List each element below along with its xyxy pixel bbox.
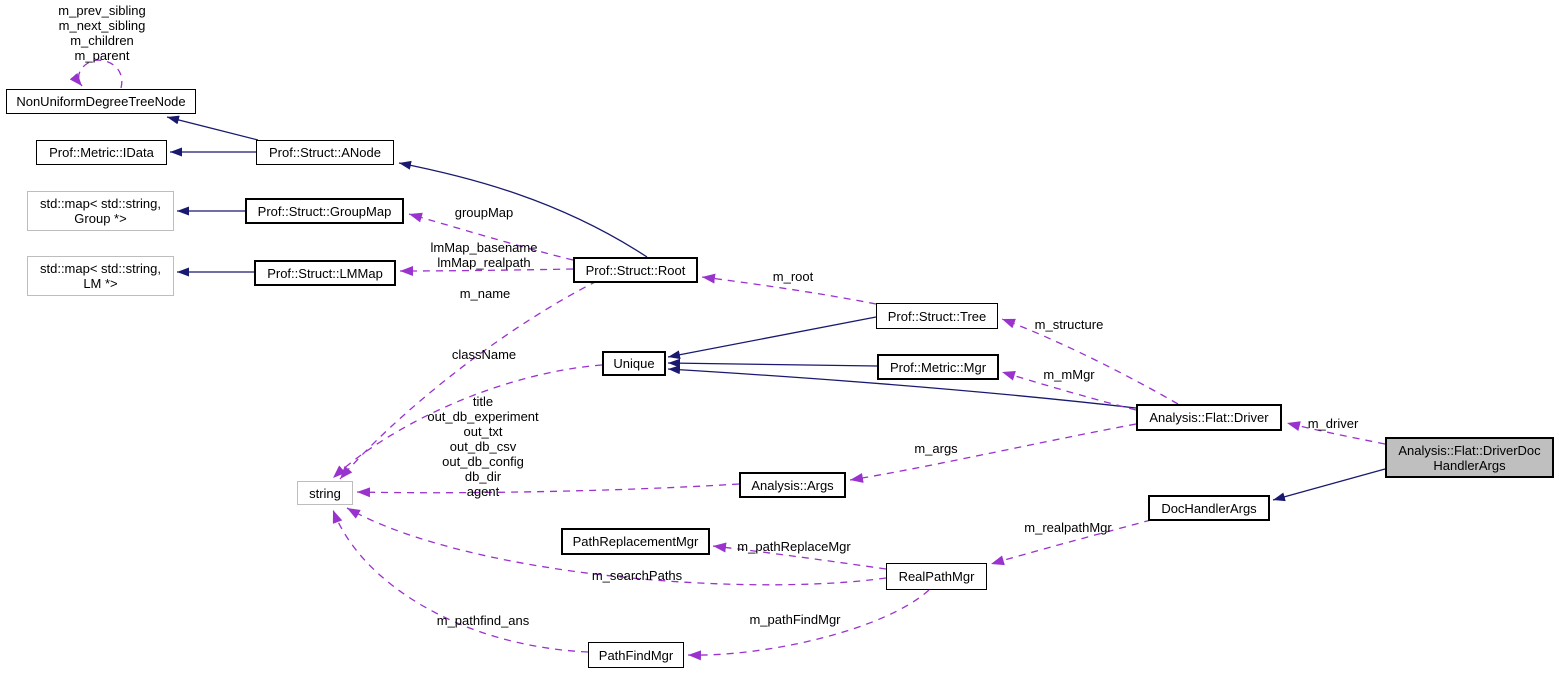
node-analysis-args[interactable]: Analysis::Args: [739, 472, 846, 498]
edge-self-loop-nonuniformdegreetreenode: [69, 59, 123, 89]
node-doc-handler-args[interactable]: DocHandlerArgs: [1148, 495, 1270, 521]
edge-tree-to-unique: [667, 316, 877, 360]
edge-driver-to-tree: [1001, 318, 1179, 405]
node-prof-struct-anode[interactable]: Prof::Struct::ANode: [256, 140, 394, 165]
edge-label-m-args: m_args: [914, 441, 958, 456]
edge-unique-to-string: [332, 364, 603, 479]
edge-root-to-string: [339, 280, 598, 480]
edge-label-group-map: groupMap: [454, 205, 514, 220]
node-prof-metric-idata[interactable]: Prof::Metric::IData: [36, 140, 167, 165]
edge-driver-to-mgr: [1001, 370, 1137, 411]
edge-label-m-mmgr: m_mMgr: [1043, 367, 1095, 382]
edge-label-m-realpathmgr: m_realpathMgr: [1024, 520, 1112, 535]
edge-label-m-pathfind-ans: m_pathfind_ans: [436, 613, 530, 628]
edge-pathfindmgr-to-string: [332, 509, 589, 653]
node-unique[interactable]: Unique: [602, 351, 666, 376]
node-prof-metric-mgr[interactable]: Prof::Metric::Mgr: [877, 354, 999, 380]
edge-label-lm-map: lmMap_basename lmMap_realpath: [430, 240, 538, 270]
edge-root-to-lmmap: [399, 265, 574, 276]
edge-label-self-loop-members: m_prev_sibling m_next_sibling m_children…: [58, 3, 146, 63]
node-prof-struct-root[interactable]: Prof::Struct::Root: [573, 257, 698, 283]
edge-label-m-structure: m_structure: [1034, 317, 1104, 332]
node-std-map-group: std::map< std::string, Group *>: [27, 191, 174, 231]
node-nonuniform-degree-tree-node[interactable]: NonUniformDegreeTreeNode: [6, 89, 196, 114]
edge-driverdochandlerargs-to-driver: [1286, 421, 1386, 445]
node-real-path-mgr[interactable]: RealPathMgr: [886, 563, 987, 590]
edge-label-m-pathreplacemgr: m_pathReplaceMgr: [737, 539, 851, 554]
edge-label-m-searchpaths: m_searchPaths: [591, 568, 683, 583]
edge-label-args-fields: title out_db_experiment out_txt out_db_c…: [427, 394, 539, 499]
node-path-find-mgr[interactable]: PathFindMgr: [588, 642, 684, 668]
edge-driverdochandlerargs-to-dochandlerargs: [1272, 468, 1386, 502]
edge-label-class-name: className: [451, 347, 517, 362]
edge-driver-to-unique: [667, 365, 1137, 409]
edge-label-m-pathfindmgr: m_pathFindMgr: [749, 612, 841, 627]
node-analysis-flat-driver-doc-handler-args: Analysis::Flat::DriverDoc HandlerArgs: [1385, 437, 1554, 478]
edge-anode-to-nonuniformdegreetreenode: [166, 115, 259, 141]
edge-dochandlerargs-to-realpathmgr: [990, 519, 1152, 566]
node-path-replacement-mgr[interactable]: PathReplacementMgr: [561, 528, 710, 555]
node-prof-struct-groupmap[interactable]: Prof::Struct::GroupMap: [245, 198, 404, 224]
edge-mgr-to-unique: [667, 358, 878, 368]
edge-label-m-root: m_root: [772, 269, 814, 284]
edge-args-to-string: [356, 483, 740, 498]
node-string: string: [297, 481, 353, 505]
node-prof-struct-lmmap[interactable]: Prof::Struct::LMMap: [254, 260, 396, 286]
edge-tree-to-root: [701, 273, 877, 305]
edge-label-m-driver: m_driver: [1307, 416, 1359, 431]
edge-root-to-anode: [398, 160, 648, 258]
node-prof-struct-tree[interactable]: Prof::Struct::Tree: [876, 303, 998, 329]
node-std-map-lm: std::map< std::string, LM *>: [27, 256, 174, 296]
edge-realpathmgr-to-pathfindmgr: [687, 589, 930, 661]
edge-realpathmgr-to-string: [346, 507, 887, 586]
edge-label-m-name: m_name: [459, 286, 511, 301]
edge-driver-to-args: [849, 423, 1137, 483]
node-analysis-flat-driver[interactable]: Analysis::Flat::Driver: [1136, 404, 1282, 431]
